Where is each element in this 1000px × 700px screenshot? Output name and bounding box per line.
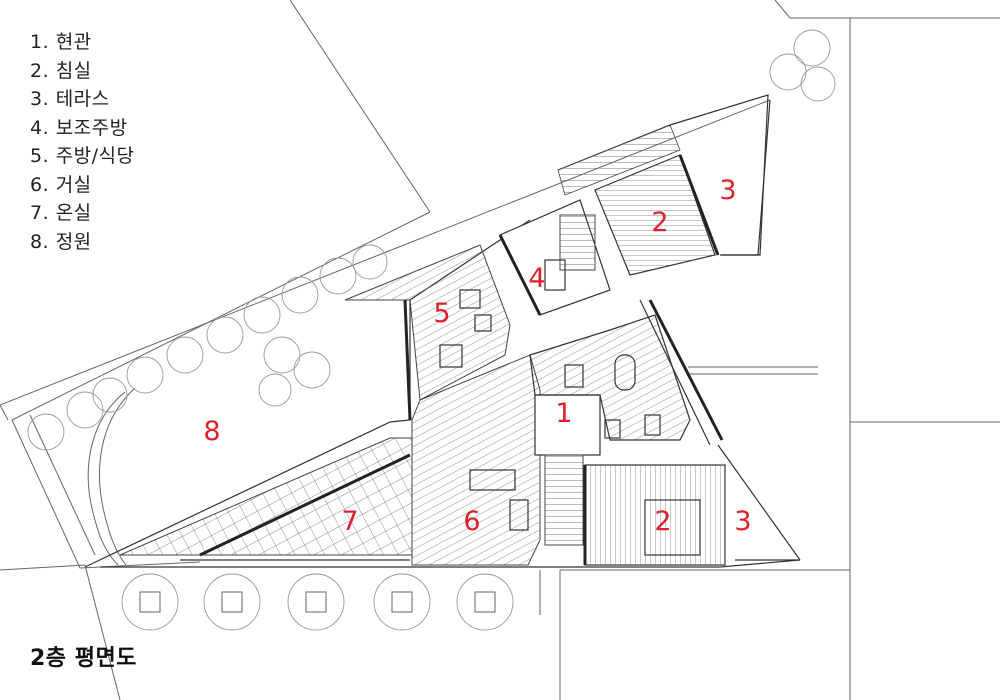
room-label-aux-kitchen: 4 bbox=[528, 263, 545, 294]
street-trees bbox=[121, 573, 514, 631]
garden-area bbox=[11, 211, 431, 569]
room-labels: 1 2 2 3 3 4 5 6 7 8 bbox=[203, 175, 751, 537]
greenhouse bbox=[119, 437, 413, 561]
room-label-bedroom-lower: 2 bbox=[654, 506, 671, 537]
living-deck bbox=[411, 354, 541, 566]
room-label-greenhouse: 7 bbox=[341, 506, 358, 537]
room-label-entrance: 1 bbox=[555, 398, 572, 429]
legend-item: 1. 현관 bbox=[30, 31, 92, 53]
legend-item: 5. 주방/식당 bbox=[30, 145, 135, 167]
bedroom-lower bbox=[583, 464, 726, 566]
legend-item: 8. 정원 bbox=[30, 230, 92, 253]
room-label-garden: 8 bbox=[203, 416, 220, 447]
room-legend: 1. 현관 2. 침실 3. 테라스 4. 보조주방 5. 주방/식당 6. 거… bbox=[30, 28, 135, 256]
room-label-terrace-lower: 3 bbox=[734, 506, 751, 537]
plan-title: 2층 평면도 bbox=[30, 646, 137, 671]
room-label-living: 6 bbox=[463, 506, 480, 537]
room-label-kitchen-dining: 5 bbox=[433, 298, 450, 329]
stairs bbox=[544, 124, 681, 546]
legend-item: 2. 침실 bbox=[30, 59, 92, 82]
bedroom-upper bbox=[594, 154, 720, 276]
dining-deck bbox=[344, 244, 511, 421]
room-label-bedroom-upper: 2 bbox=[651, 207, 668, 238]
legend-item: 7. 온실 bbox=[30, 202, 92, 224]
legend-item: 6. 거실 bbox=[30, 173, 92, 196]
terraces bbox=[639, 99, 801, 561]
legend-item: 3. 테라스 bbox=[30, 88, 110, 110]
room-label-terrace-upper: 3 bbox=[719, 175, 736, 206]
garden-trees bbox=[27, 29, 836, 451]
bathroom bbox=[529, 314, 691, 441]
entrance bbox=[534, 394, 601, 456]
legend-item: 4. 보조주방 bbox=[30, 116, 128, 139]
